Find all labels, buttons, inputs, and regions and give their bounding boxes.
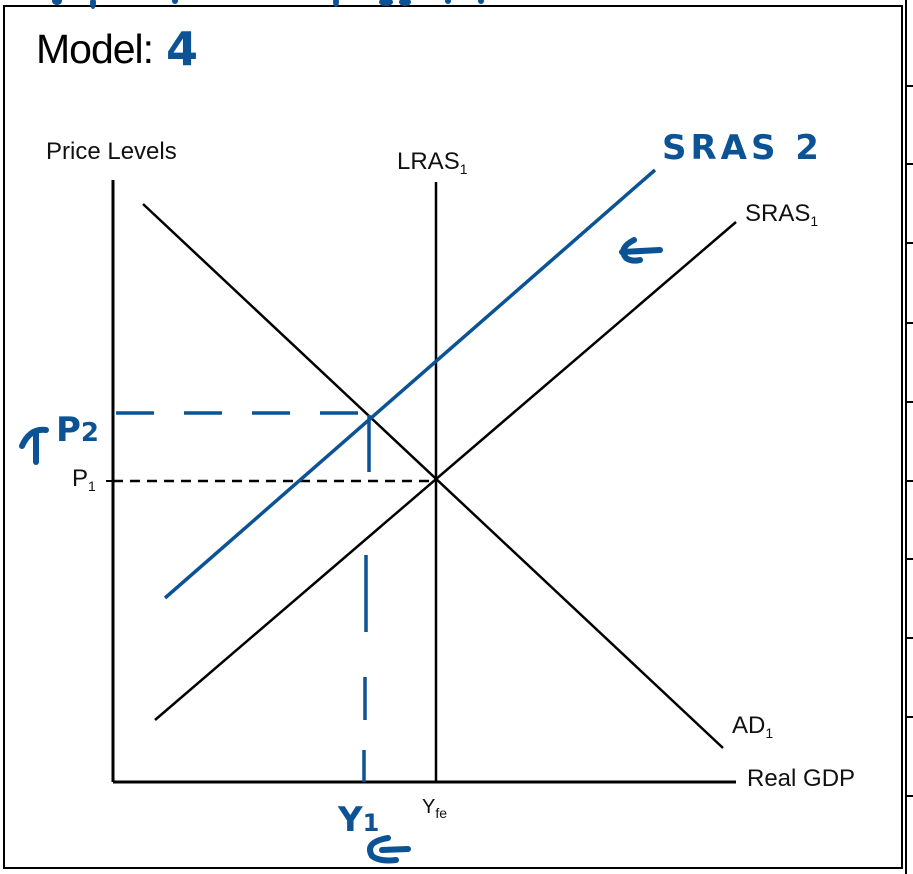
edge-tick — [905, 85, 913, 87]
yfe-label: Yfe — [422, 796, 448, 821]
sras2-line — [163, 168, 657, 600]
sras2-label-handwritten: SRAS 2 — [662, 128, 823, 168]
y1-label-handwritten: Y1 — [338, 800, 380, 840]
x-axis-label: Real GDP — [747, 765, 856, 792]
cutoff-handwriting — [52, 0, 484, 9]
edge-tick — [905, 480, 913, 482]
p1-label: P1 — [72, 465, 96, 494]
up-arrow-icon — [19, 426, 49, 465]
sras1-line — [154, 221, 737, 721]
diagram-frame — [3, 5, 903, 869]
sras1-label: SRAS1 — [745, 200, 819, 229]
edge-tick — [905, 637, 913, 639]
ad1-label: AD1 — [732, 712, 774, 741]
page-edge-rule — [905, 0, 907, 874]
edge-tick — [905, 322, 913, 324]
p2-label-handwritten: P2 — [56, 410, 100, 450]
model-label: Model: — [36, 26, 154, 72]
edge-tick — [905, 716, 913, 718]
left-arrow-icon — [619, 237, 663, 264]
lras1-label: LRAS1 — [397, 148, 468, 177]
edge-tick — [905, 795, 913, 797]
edge-tick — [905, 163, 913, 165]
y-axis-label: Price Levels — [46, 138, 177, 165]
left-arrow-icon — [367, 835, 411, 864]
ad1-line — [142, 203, 724, 749]
edge-tick — [905, 558, 913, 560]
model-number-handwritten: 4 — [166, 22, 199, 76]
edge-tick — [905, 242, 913, 244]
edge-tick — [905, 401, 913, 403]
